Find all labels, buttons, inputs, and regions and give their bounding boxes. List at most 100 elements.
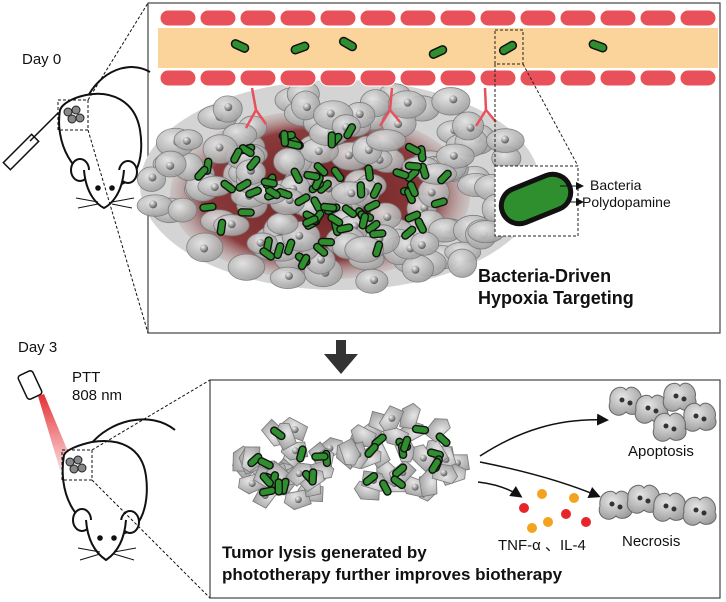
bacterium xyxy=(245,186,262,199)
bacterium xyxy=(341,204,358,219)
cell-nucleus xyxy=(344,151,353,160)
cell-fragment xyxy=(701,416,707,422)
bacterium xyxy=(294,193,311,207)
cell-nucleus xyxy=(166,161,175,170)
vessel-bacteria xyxy=(230,36,608,59)
cell-nucleus xyxy=(388,414,396,422)
bacterium xyxy=(338,36,358,52)
laser-label-wavelength: 808 nm xyxy=(72,387,122,404)
bacterium xyxy=(404,161,422,171)
bacterium xyxy=(308,468,318,486)
vessel-wall-top xyxy=(159,9,717,27)
laser-icon xyxy=(17,370,74,470)
bacterium xyxy=(216,218,227,236)
zoom-line-top-a xyxy=(87,2,149,101)
tumor3-site-box xyxy=(61,449,93,481)
bacterium xyxy=(356,181,366,199)
top-title-line2: Hypoxia Targeting xyxy=(478,288,634,308)
bacterium xyxy=(297,253,311,271)
cell-nucleus xyxy=(294,496,302,504)
arrow-to-cytokines xyxy=(477,481,523,498)
cell-fragment xyxy=(645,405,651,411)
cell-nucleus xyxy=(411,483,419,491)
cell-fragment xyxy=(645,498,651,504)
cell-fragment xyxy=(701,510,707,516)
vessel-cell xyxy=(479,69,517,87)
mouse-head xyxy=(83,169,125,210)
cell-nucleus xyxy=(326,109,335,118)
bacterium xyxy=(237,208,255,217)
vessel-cell xyxy=(559,9,597,27)
cell-nucleus xyxy=(256,238,265,247)
cell-nucleus xyxy=(403,98,412,107)
arrow-to-necrosis xyxy=(479,461,601,499)
tumor-cell xyxy=(266,212,299,235)
bottom-caption-line2: phototherapy further improves biotherapy xyxy=(222,565,563,584)
tumor-site-box xyxy=(57,99,89,131)
cell-fragment xyxy=(653,408,659,414)
vessel-cell xyxy=(159,69,197,87)
cell-fragment xyxy=(663,423,669,429)
bacterium xyxy=(235,178,252,192)
mouse3-whiskers xyxy=(77,547,137,561)
cell-nucleus xyxy=(427,188,436,197)
cell-nucleus xyxy=(370,276,379,285)
bacterium xyxy=(327,213,344,227)
bacterium xyxy=(284,238,296,256)
bacterium xyxy=(372,240,384,258)
apoptosis-label: Apoptosis xyxy=(628,443,694,460)
cell-nucleus xyxy=(200,244,209,253)
mouse3-head xyxy=(85,519,127,562)
bacterium xyxy=(220,179,237,194)
necrosis-label: Necrosis xyxy=(622,533,680,550)
bacterium xyxy=(404,142,422,156)
treated-tumor-bacteria xyxy=(247,424,451,497)
blood-vessel xyxy=(158,9,718,129)
cell-fragment xyxy=(619,397,625,403)
bacterium xyxy=(194,165,209,181)
bacterium xyxy=(257,457,274,470)
cell-fragment xyxy=(627,400,633,406)
laser-beam xyxy=(38,394,74,470)
cell-nucleus xyxy=(317,255,326,264)
bacterium xyxy=(435,432,451,447)
bacterium xyxy=(369,229,387,239)
cell-fragment xyxy=(609,501,615,507)
vessel-cell xyxy=(279,9,317,27)
bacterium xyxy=(364,164,375,182)
vessel-cell xyxy=(519,69,557,87)
vessel-zoom-box xyxy=(494,29,524,65)
cell-nucleus xyxy=(355,110,364,119)
cell-nucleus xyxy=(419,454,427,462)
cell-fragment xyxy=(693,413,699,419)
necrotic-cells xyxy=(598,484,717,526)
day3-label: Day 3 xyxy=(18,339,57,356)
necrotic-cell xyxy=(682,496,717,526)
bacterium xyxy=(428,45,448,59)
cell-nucleus xyxy=(440,469,448,477)
vessel-cell xyxy=(199,69,237,87)
cell-nucleus xyxy=(383,213,392,222)
cell-fragment xyxy=(617,504,623,510)
mouse3-tail xyxy=(89,418,176,446)
mouse-eye-left xyxy=(95,185,101,191)
bacterium xyxy=(498,40,518,56)
bacterium xyxy=(311,173,324,191)
vessel-cell xyxy=(439,9,477,27)
bacterium xyxy=(358,212,370,230)
bacterium xyxy=(327,131,337,149)
cell-nucleus xyxy=(449,151,458,160)
cell-nucleus xyxy=(182,136,191,145)
bacterium xyxy=(230,39,250,53)
bacterium xyxy=(330,166,345,183)
cell-nucleus xyxy=(248,480,256,488)
tumor-cell xyxy=(227,253,266,281)
bacterium xyxy=(270,426,286,441)
top-panel: Bacteria Polydopamine Bacteria-Driven Hy… xyxy=(136,2,721,334)
mouse-day3: Day 3 PTT 808 nm xyxy=(17,339,211,599)
vessel-cell xyxy=(599,69,637,87)
cytokines-label: TNF-α 、IL-4 xyxy=(498,537,586,554)
tumor-cell xyxy=(365,129,407,152)
zoom3-line-b xyxy=(91,479,211,599)
